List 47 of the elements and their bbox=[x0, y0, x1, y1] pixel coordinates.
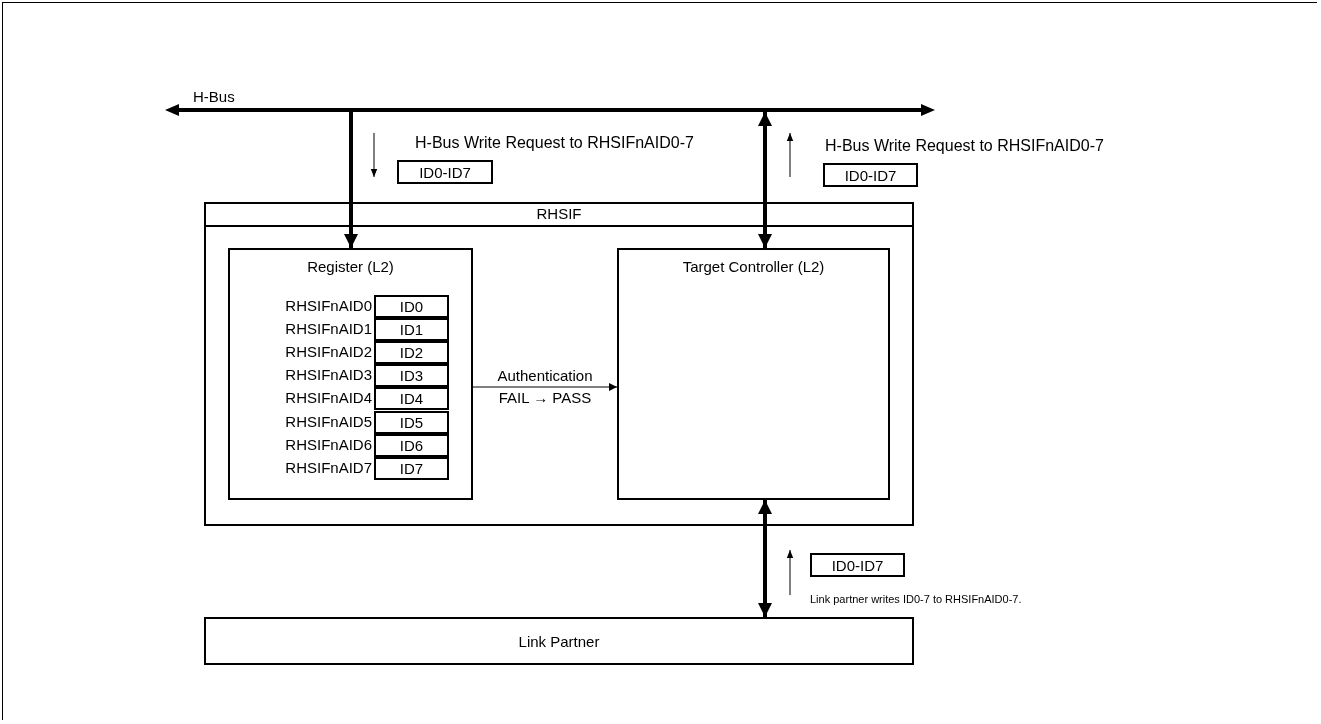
register-name: RHSIFnAID7 bbox=[284, 458, 372, 477]
arrow bbox=[758, 500, 772, 617]
block-label: ID0-ID7 bbox=[830, 555, 885, 575]
register-value: ID7 bbox=[398, 458, 425, 478]
register-value: ID3 bbox=[398, 366, 425, 386]
register-name: RHSIFnAID5 bbox=[284, 412, 372, 431]
register-cell bbox=[374, 295, 449, 318]
block-title: Target Controller (L2) bbox=[681, 258, 826, 276]
register-name: RHSIFnAID1 bbox=[284, 320, 372, 339]
annotation-text: H-Bus Write Request to RHSIFnAID0-7 bbox=[415, 134, 694, 152]
register-cell bbox=[374, 387, 449, 411]
register-value: ID5 bbox=[398, 412, 425, 432]
register-value: ID1 bbox=[398, 320, 425, 340]
block-box bbox=[204, 617, 914, 665]
arrow bbox=[758, 112, 772, 248]
block-box bbox=[617, 248, 890, 500]
block-title: RHSIF bbox=[535, 205, 583, 223]
register-cell bbox=[374, 456, 449, 480]
register-cell bbox=[374, 433, 449, 457]
register-name: RHSIFnAID6 bbox=[284, 435, 372, 454]
data-tag bbox=[810, 553, 905, 577]
register-name: RHSIFnAID3 bbox=[284, 366, 372, 385]
bus-label: H-Bus bbox=[193, 88, 235, 105]
register-value: ID2 bbox=[398, 343, 425, 363]
block-box bbox=[204, 202, 914, 526]
register-cell bbox=[374, 341, 449, 365]
data-tag bbox=[823, 163, 918, 187]
block-label: Link Partner bbox=[517, 631, 601, 652]
annotation-text: H-Bus Write Request to RHSIFnAID0-7 bbox=[825, 137, 1104, 155]
arrow bbox=[344, 112, 358, 248]
register-value: ID6 bbox=[398, 435, 425, 455]
block-label: ID0-ID7 bbox=[843, 165, 898, 185]
register-value: ID0 bbox=[398, 297, 425, 316]
register-cell bbox=[374, 364, 449, 388]
register-cell bbox=[374, 410, 449, 434]
register-name: RHSIFnAID4 bbox=[284, 389, 372, 408]
register-value: ID4 bbox=[398, 389, 425, 409]
block-title: Register (L2) bbox=[306, 258, 395, 276]
register-name: RHSIFnAID0 bbox=[284, 297, 372, 315]
data-tag bbox=[397, 160, 493, 184]
block-label: ID0-ID7 bbox=[418, 162, 472, 182]
annotation-text: Link partner writes ID0-7 to RHSIFnAID0-7. bbox=[810, 592, 1022, 607]
register-cell bbox=[374, 318, 449, 342]
arrow bbox=[472, 383, 618, 391]
edge-label: Authentication FAIL → PASS bbox=[496, 366, 594, 408]
register-name: RHSIFnAID2 bbox=[284, 343, 372, 362]
block-box bbox=[228, 248, 473, 500]
